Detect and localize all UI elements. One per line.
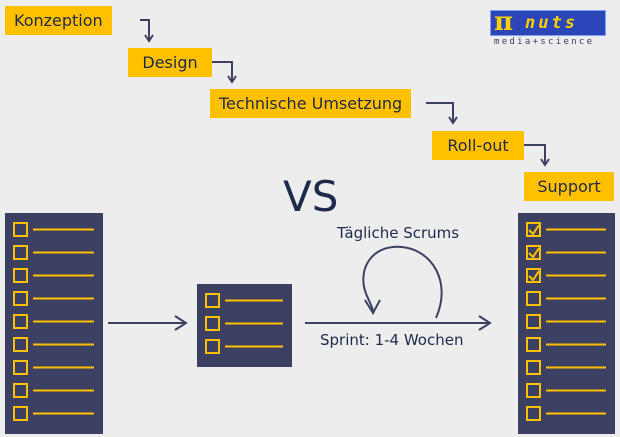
checkmark-icon: [528, 224, 540, 236]
sprint-backlog-list: [197, 284, 292, 367]
checkbox-icon: [526, 406, 541, 421]
checklist-item: [13, 291, 94, 306]
checkbox-icon: [13, 291, 28, 306]
logo-pi-symbol: π: [494, 7, 514, 37]
waterfall-step-konzeption: Konzeption: [5, 6, 112, 35]
waterfall-arrow-4: [524, 144, 550, 167]
checklist-item: [13, 245, 94, 260]
checkbox-icon: [526, 337, 541, 352]
checklist-item: [13, 406, 94, 421]
checklist-item: [526, 291, 606, 306]
checkbox-icon: [205, 339, 220, 354]
checkbox-icon: [13, 245, 28, 260]
checklist-item: [205, 339, 283, 354]
checklist-panel: [197, 284, 292, 367]
checkbox-icon: [13, 360, 28, 375]
checklist-item: [526, 314, 606, 329]
checkbox-icon: [526, 383, 541, 398]
waterfall-step-technische-umsetzung: Technische Umsetzung: [210, 89, 412, 118]
checklist-item: [205, 293, 283, 308]
waterfall-arrow-3: [426, 102, 458, 125]
daily-scrums-label: Tägliche Scrums: [337, 224, 460, 242]
checklist-item: [13, 360, 94, 375]
waterfall-arrow-2: [212, 61, 237, 84]
checkbox-icon: [13, 383, 28, 398]
checklist-item: [13, 314, 94, 329]
checkbox-icon: [13, 268, 28, 283]
checklist-item: [13, 222, 94, 237]
checkbox-icon: [205, 293, 220, 308]
product-backlog-list: [5, 213, 103, 434]
completed-backlog-list: [518, 213, 615, 434]
checklist-item: [13, 337, 94, 352]
checklist-item: [526, 406, 606, 421]
checkbox-icon: [13, 337, 28, 352]
checklist-item: [526, 245, 606, 260]
checkbox-icon: [13, 406, 28, 421]
checklist-item: [13, 268, 94, 283]
logo-wordmark: nuts: [525, 13, 578, 33]
checklist-item: [526, 337, 606, 352]
checklist-item: [13, 383, 94, 398]
checklist-item: [526, 268, 606, 283]
waterfall-arrow-1: [140, 19, 154, 43]
vs-label: VS: [283, 172, 339, 221]
waterfall-step-design: Design: [128, 48, 212, 77]
checkbox-icon: [526, 314, 541, 329]
daily-scrum-loop-arrowhead: [364, 299, 381, 316]
waterfall-step-roll-out: Roll-out: [432, 131, 524, 160]
checklist-item: [526, 222, 606, 237]
checkbox-icon: [526, 245, 541, 260]
checkmark-icon: [528, 247, 540, 259]
checklist-item: [526, 360, 606, 375]
checkbox-icon: [13, 222, 28, 237]
checklist-item: [205, 316, 283, 331]
checklist-item: [526, 383, 606, 398]
checkmark-icon: [528, 270, 540, 282]
pinuts-logo: π nuts media+science: [490, 7, 606, 50]
logo-tagline: media+science: [494, 37, 595, 47]
checkbox-icon: [526, 222, 541, 237]
checkbox-icon: [205, 316, 220, 331]
checkbox-icon: [526, 268, 541, 283]
sprint-duration-label: Sprint: 1-4 Wochen: [320, 331, 464, 349]
checkbox-icon: [526, 291, 541, 306]
waterfall-step-support: Support: [524, 172, 614, 201]
logo-badge: π nuts: [490, 7, 606, 37]
checkbox-icon: [526, 360, 541, 375]
daily-scrum-loop: [362, 245, 443, 319]
checkbox-icon: [13, 314, 28, 329]
